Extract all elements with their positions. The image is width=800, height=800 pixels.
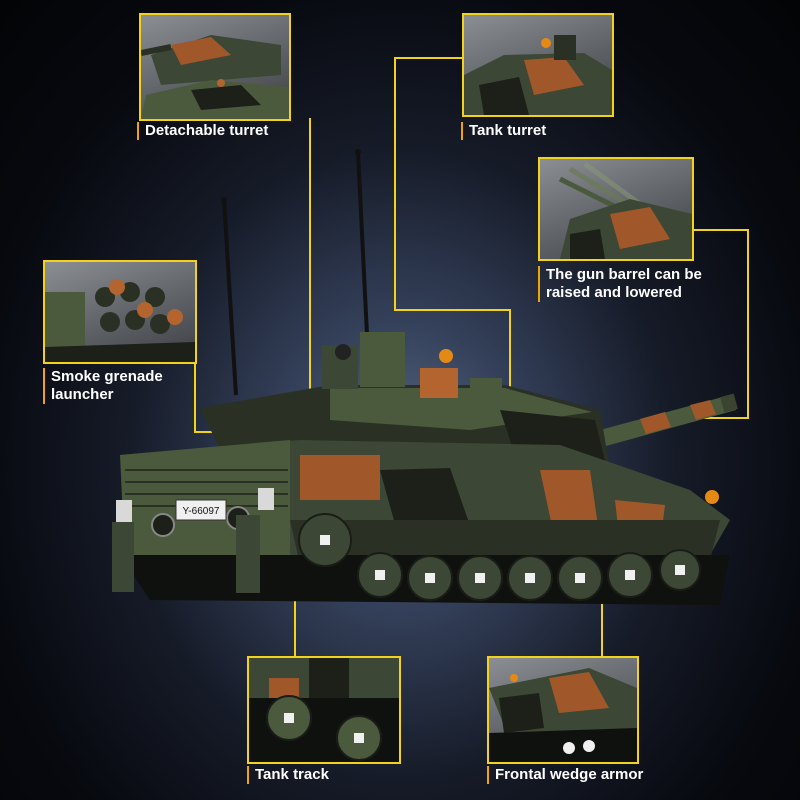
label-detachable-turret: Detachable turret (137, 122, 268, 140)
tank-track-image (249, 658, 399, 762)
inset-detachable-turret (139, 13, 291, 121)
inset-smoke-grenade (43, 260, 197, 364)
label-gun-barrel-line1: The gun barrel can be (546, 266, 702, 283)
tank-turret-image (464, 35, 612, 115)
label-gun-barrel-line2: raised and lowered (546, 284, 682, 301)
label-tank-turret: Tank turret (461, 122, 546, 140)
label-gun-barrel: The gun barrel can be raised and lowered (538, 266, 702, 302)
label-smoke-line2: launcher (51, 386, 114, 403)
inset-tank-turret (462, 13, 614, 117)
leader-gun-barrel (692, 229, 749, 419)
gun-barrel-image (558, 161, 692, 259)
smoke-grenade-image (45, 279, 195, 362)
inset-frontal-armor (487, 656, 639, 764)
license-plate: Y-66097 (183, 506, 220, 517)
tank-main-image: Y-66097 (112, 149, 738, 605)
frontal-armor-image (489, 668, 637, 762)
label-frontal-armor: Frontal wedge armor (487, 766, 643, 784)
detachable-turret-image (141, 35, 289, 119)
leader-tank-turret (394, 57, 511, 395)
inset-tank-track (247, 656, 401, 764)
label-tank-track: Tank track (247, 766, 329, 784)
label-smoke-line1: Smoke grenade (51, 368, 163, 385)
inset-gun-barrel (538, 157, 694, 261)
label-smoke-grenade: Smoke grenade launcher (43, 368, 163, 404)
